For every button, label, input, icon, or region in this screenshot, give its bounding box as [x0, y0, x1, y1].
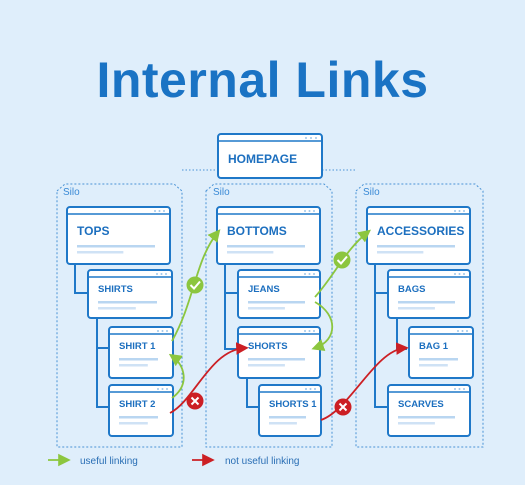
card-shorts-1-label: SHORTS 1 — [269, 399, 317, 410]
silo-tops: Silo — [56, 183, 183, 448]
card-scarves: SCARVES — [387, 384, 471, 437]
homepage-label: HOMEPAGE — [228, 152, 297, 166]
page-cards: TOPS SHIRTS SHIRT 1 SHIRT 2 BOTTOMS JEANS SHOR… — [66, 206, 474, 437]
card-shirt-2: SHIRT 2 — [108, 384, 174, 437]
card-accessories-label: ACCESSORIES — [377, 224, 464, 238]
card-shirt-2-label: SHIRT 2 — [119, 399, 155, 410]
legend-not-useful-label: not useful linking — [225, 456, 300, 467]
silo-bottoms: Silo — [205, 183, 333, 448]
silo-label: Silo — [63, 187, 80, 198]
card-shirts-label: SHIRTS — [98, 284, 133, 295]
legend-useful: useful linking — [48, 453, 138, 467]
legend: useful linking not useful linking — [48, 453, 300, 467]
homepage-card: HOMEPAGE — [217, 133, 323, 179]
cross-badge-icon — [186, 392, 204, 410]
check-badge-icon — [333, 251, 351, 269]
check-badge-icon — [186, 276, 204, 294]
silo-label: Silo — [363, 187, 380, 198]
card-shirt-1: SHIRT 1 — [108, 326, 174, 379]
card-bags-label: BAGS — [398, 284, 425, 295]
card-bags: BAGS — [387, 269, 471, 319]
diagram-title: Internal Links — [96, 52, 429, 108]
card-shorts-label: SHORTS — [248, 341, 288, 352]
cross-badge-icon — [334, 398, 352, 416]
card-shirt-1-label: SHIRT 1 — [119, 341, 156, 352]
card-scarves-label: SCARVES — [398, 399, 444, 410]
card-tops: TOPS — [66, 206, 171, 265]
card-bag-1-label: BAG 1 — [419, 341, 449, 352]
card-accessories: ACCESSORIES — [366, 206, 471, 265]
card-shorts: SHORTS — [237, 326, 321, 379]
link-shirt2-to-shorts — [169, 342, 249, 414]
card-bottoms: BOTTOMS — [216, 206, 321, 265]
link-shirt2-to-shirt1 — [168, 353, 185, 399]
link-shorts1-to-bag1 — [320, 342, 409, 421]
card-shorts-1: SHORTS 1 — [258, 384, 322, 437]
card-tops-label: TOPS — [77, 224, 109, 238]
not-useful-links — [169, 342, 409, 421]
legend-useful-label: useful linking — [80, 456, 138, 467]
card-bag-1: BAG 1 — [408, 326, 474, 379]
legend-not-useful: not useful linking — [192, 453, 300, 467]
card-bottoms-label: BOTTOMS — [227, 224, 287, 238]
link-jeans-to-shorts — [311, 301, 333, 352]
card-jeans-label: JEANS — [248, 284, 280, 295]
card-shirts: SHIRTS — [87, 269, 173, 319]
silo-accessories: Silo — [355, 183, 484, 448]
card-jeans: JEANS — [237, 269, 321, 319]
silo-label: Silo — [213, 187, 230, 198]
